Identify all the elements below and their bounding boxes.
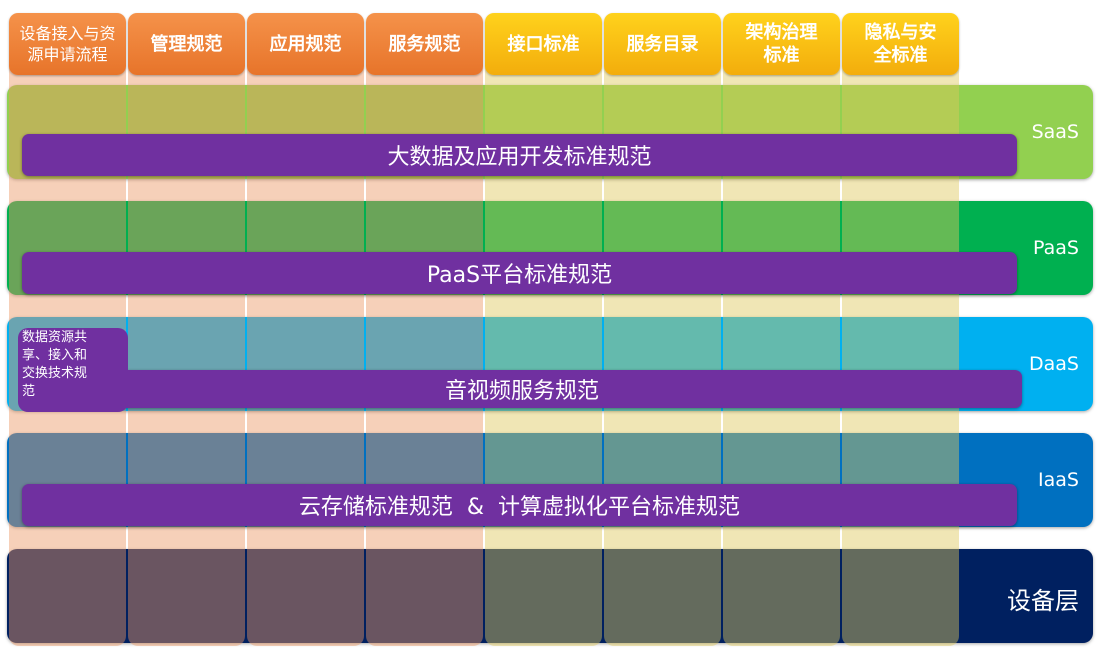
column-interface (485, 18, 602, 646)
header-application: 应用规范 (247, 13, 364, 75)
header-service-catalog: 服务目录 (604, 13, 721, 75)
header-privacy: 隐私与安 全标准 (842, 13, 959, 75)
header-architecture: 架构治理 标准 (723, 13, 840, 75)
layer-label-saas: SaaS (1031, 121, 1079, 143)
column-service-catalog (604, 18, 721, 646)
standard-bar-iaas: 云存储标准规范 & 计算虚拟化平台标准规范 (22, 484, 1017, 526)
standard-bar-paas: PaaS平台标准规范 (22, 252, 1017, 294)
daas-side-note: 数据资源共 享、接入和 交换技术规 范 (18, 328, 128, 412)
layer-label-iaas: IaaS (1038, 469, 1079, 491)
standard-bar-daas: 音视频服务规范 (22, 370, 1022, 408)
standard-bar-saas: 大数据及应用开发标准规范 (22, 134, 1017, 176)
column-application (247, 18, 364, 646)
layer-label-paas: PaaS (1033, 237, 1079, 259)
column-service-spec (366, 18, 483, 646)
layer-label-daas: DaaS (1029, 353, 1079, 375)
column-architecture (723, 18, 840, 646)
layer-device: 设备层 (7, 549, 1093, 643)
header-service-spec: 服务规范 (366, 13, 483, 75)
column-privacy (842, 18, 959, 646)
header-interface: 接口标准 (485, 13, 602, 75)
header-device-access: 设备接入与资 源申请流程 (9, 13, 126, 75)
column-management (128, 18, 245, 646)
header-management: 管理规范 (128, 13, 245, 75)
layer-label-device: 设备层 (1007, 587, 1079, 615)
